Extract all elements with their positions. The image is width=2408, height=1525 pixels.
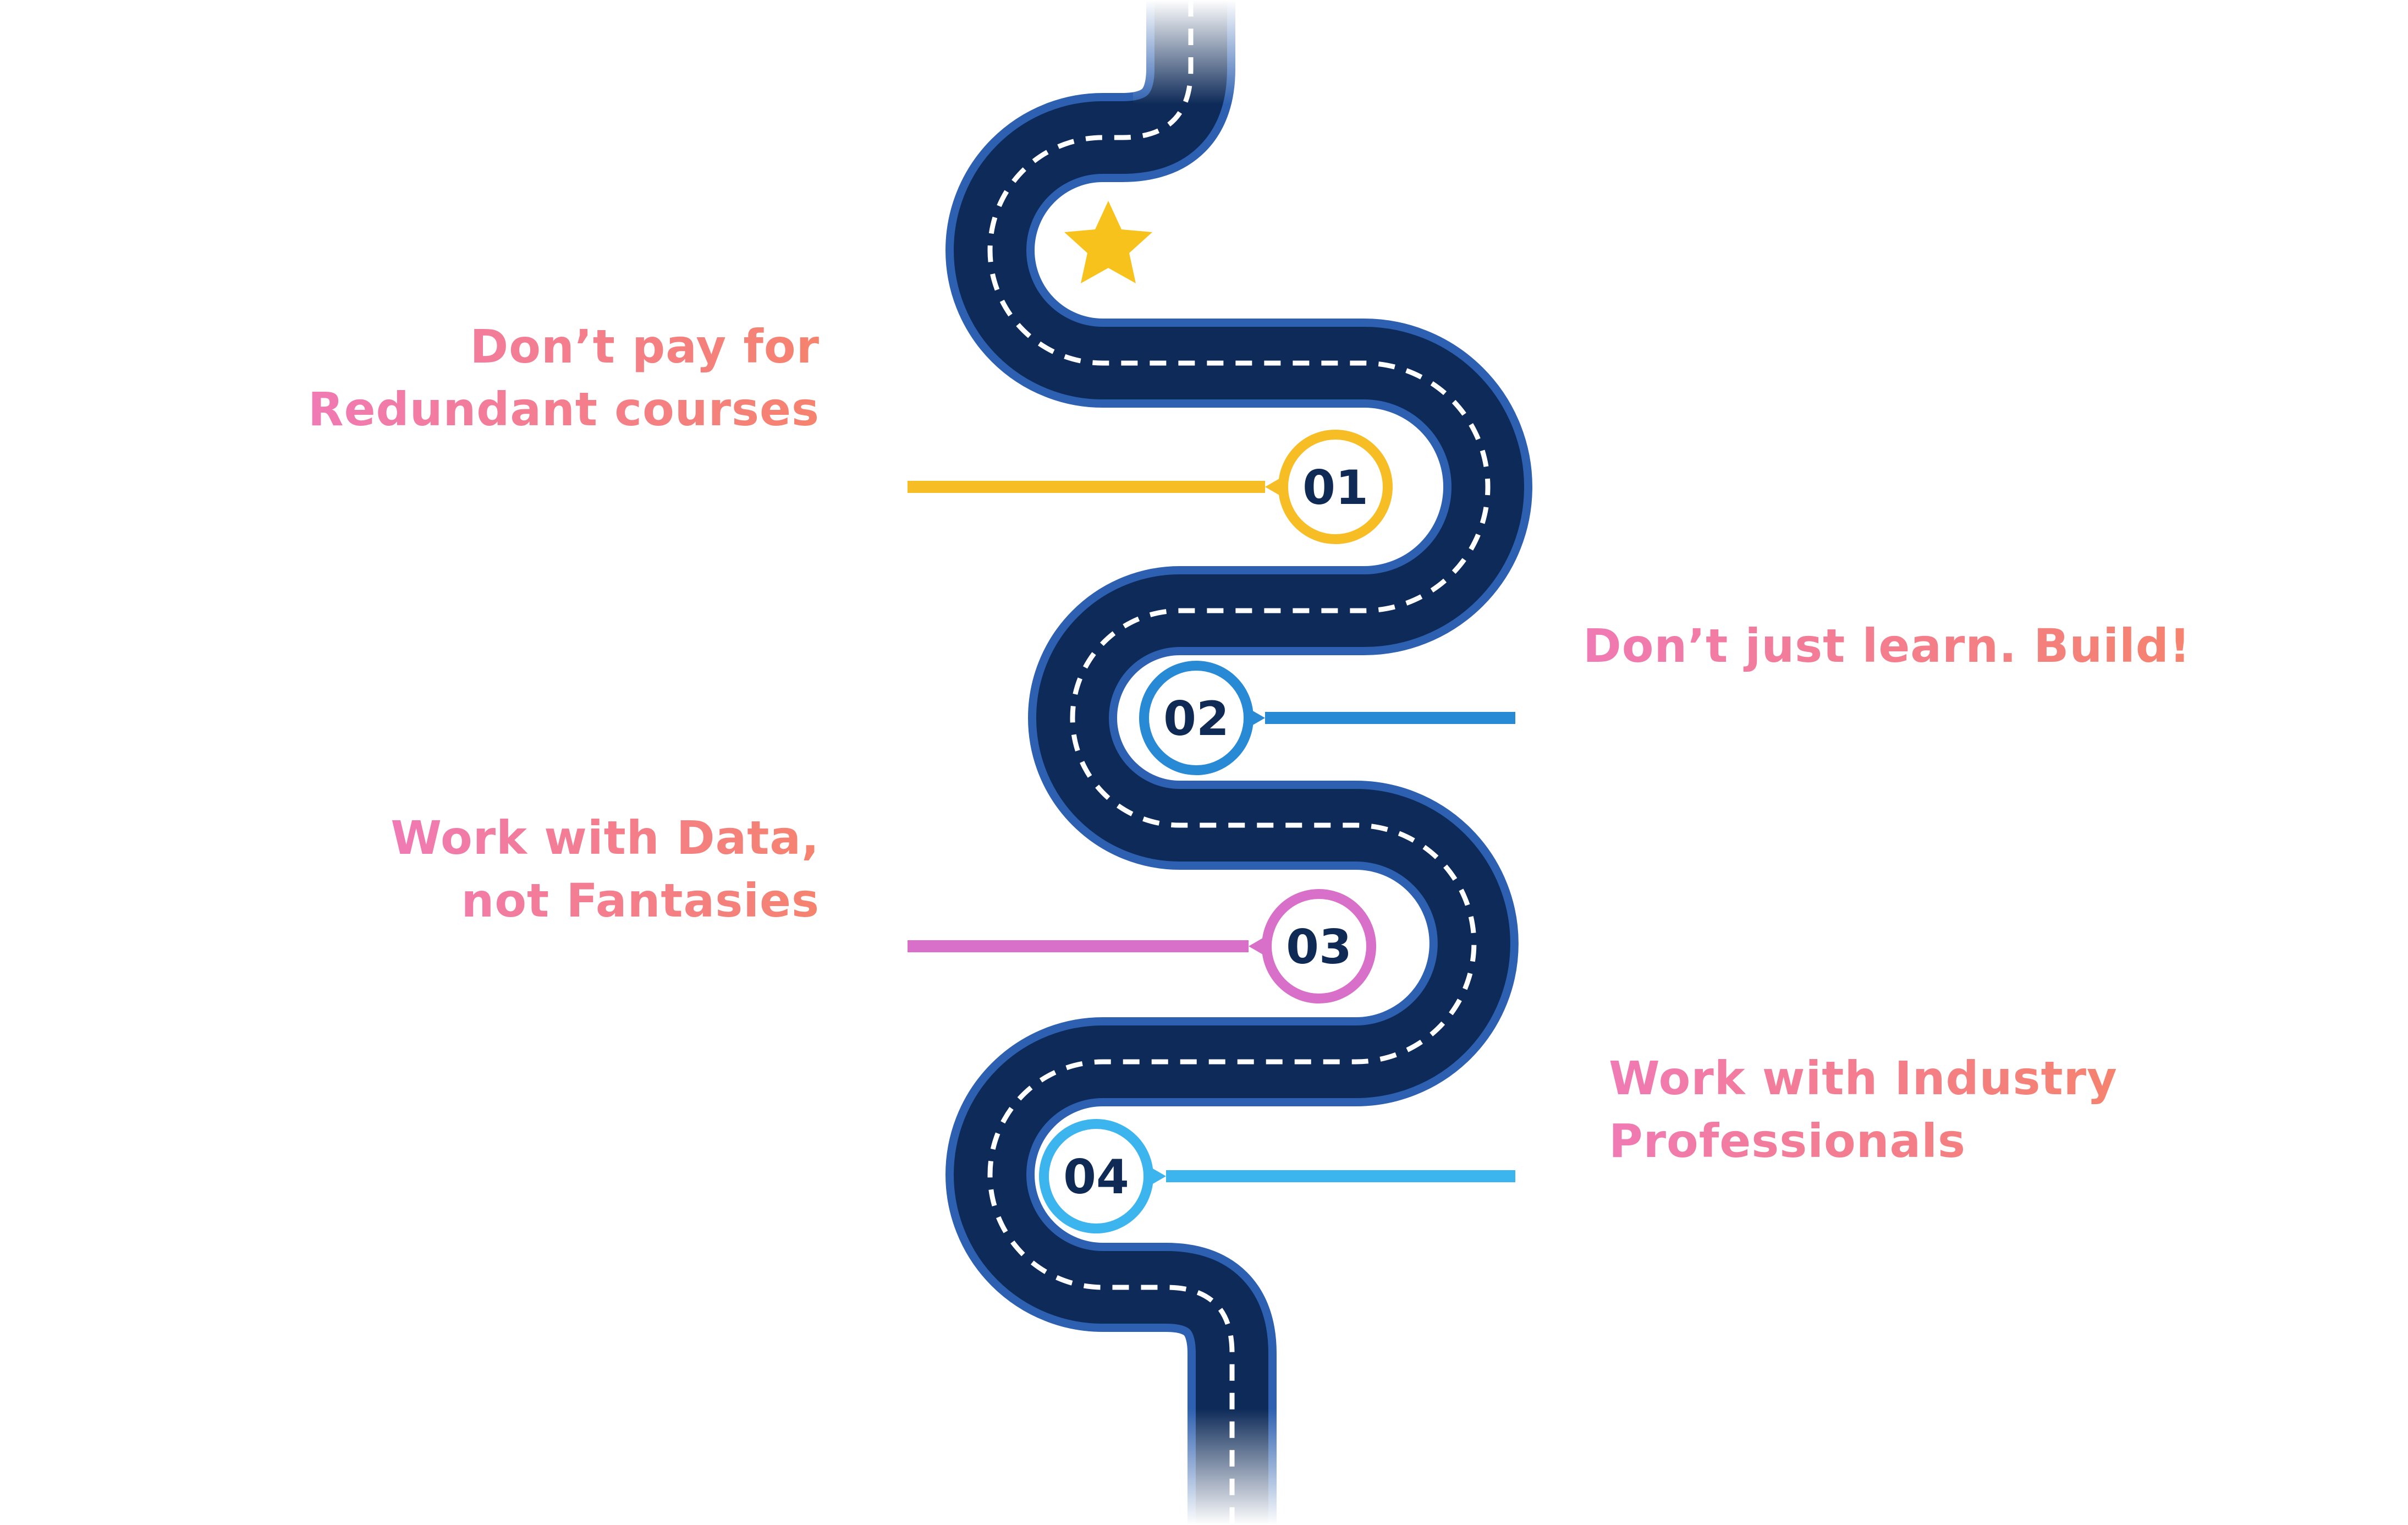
milestone-03-label: Work with Data, not Fantasies [391, 807, 820, 932]
road-bottom-fade [1172, 1408, 1293, 1525]
milestone-03-label-line-1: Work with Data, [391, 811, 820, 865]
milestone-01-number: 01 [1302, 460, 1368, 515]
milestone-01-badge [1278, 430, 1393, 544]
milestone-02-number: 02 [1163, 692, 1229, 747]
milestone-03: 03 [908, 889, 1376, 1003]
milestone-04-number: 04 [1063, 1150, 1129, 1205]
milestone-01-label: Don’t pay for Redundant courses [308, 315, 820, 441]
road-center-dashes [987, 0, 1491, 1525]
milestone-02-badge [1139, 661, 1254, 775]
milestone-02-label: Don’t just learn. Build! [1583, 615, 2191, 677]
milestone-01-label-line-2: Redundant courses [307, 382, 820, 436]
road-top-fade [1133, 0, 1254, 105]
milestone-03-label-line-2: not Fantasies [461, 874, 820, 928]
milestone-04-label-line-2: Professionals [1609, 1114, 1966, 1168]
road-surface [954, 0, 1524, 1525]
milestone-04: 04 [1039, 1119, 1515, 1233]
milestone-01: 01 [908, 430, 1393, 544]
milestone-03-badge [1262, 889, 1376, 1003]
milestone-04-label-line-1: Work with Industry [1609, 1051, 2118, 1105]
milestone-04-label: Work with Industry Professionals [1609, 1047, 2118, 1172]
milestone-02: 02 [1139, 661, 1515, 775]
star-icon [1064, 201, 1152, 283]
milestone-01-label-line-1: Don’t pay for [470, 320, 820, 374]
milestone-03-number: 03 [1286, 920, 1352, 975]
milestone-04-badge [1039, 1119, 1153, 1233]
milestone-02-label-line-1: Don’t just learn. Build! [1583, 619, 2191, 673]
